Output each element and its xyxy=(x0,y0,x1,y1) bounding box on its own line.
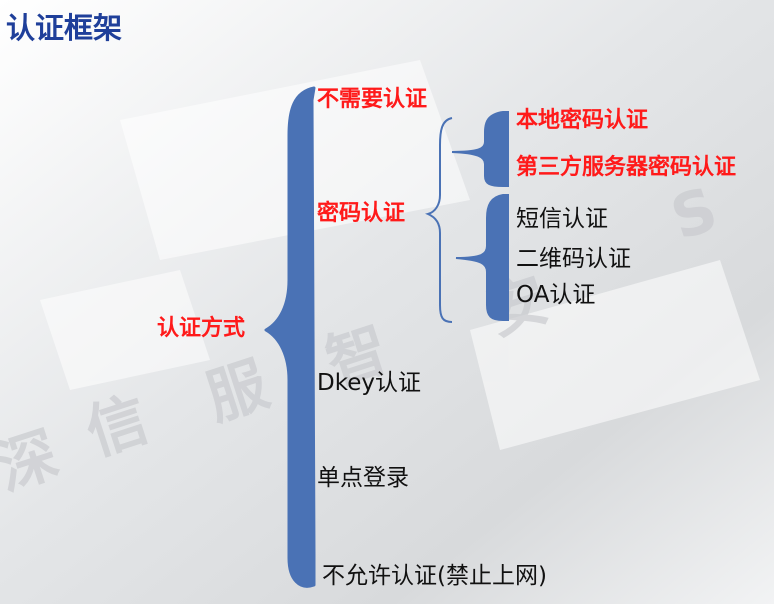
label-qrcode-auth: 二维码认证 xyxy=(516,246,631,272)
password-brace xyxy=(425,117,453,323)
label-dkey-auth: Dkey认证 xyxy=(317,370,421,396)
label-forbid-auth: 不允许认证(禁止上网) xyxy=(322,563,547,589)
other-methods-brace xyxy=(455,194,509,321)
label-password-auth: 密码认证 xyxy=(317,201,406,226)
root-label: 认证方式 xyxy=(157,316,246,341)
page-title: 认证框架 xyxy=(6,11,123,45)
label-local-password: 本地密码认证 xyxy=(516,108,649,133)
server-brace xyxy=(451,111,509,187)
label-no-auth: 不需要认证 xyxy=(317,87,428,112)
label-sms-auth: 短信认证 xyxy=(516,206,608,232)
main-brace xyxy=(264,86,316,588)
label-third-party-password: 第三方服务器密码认证 xyxy=(516,155,737,180)
label-sso: 单点登录 xyxy=(317,465,409,491)
label-oa-auth: OA认证 xyxy=(516,282,596,308)
